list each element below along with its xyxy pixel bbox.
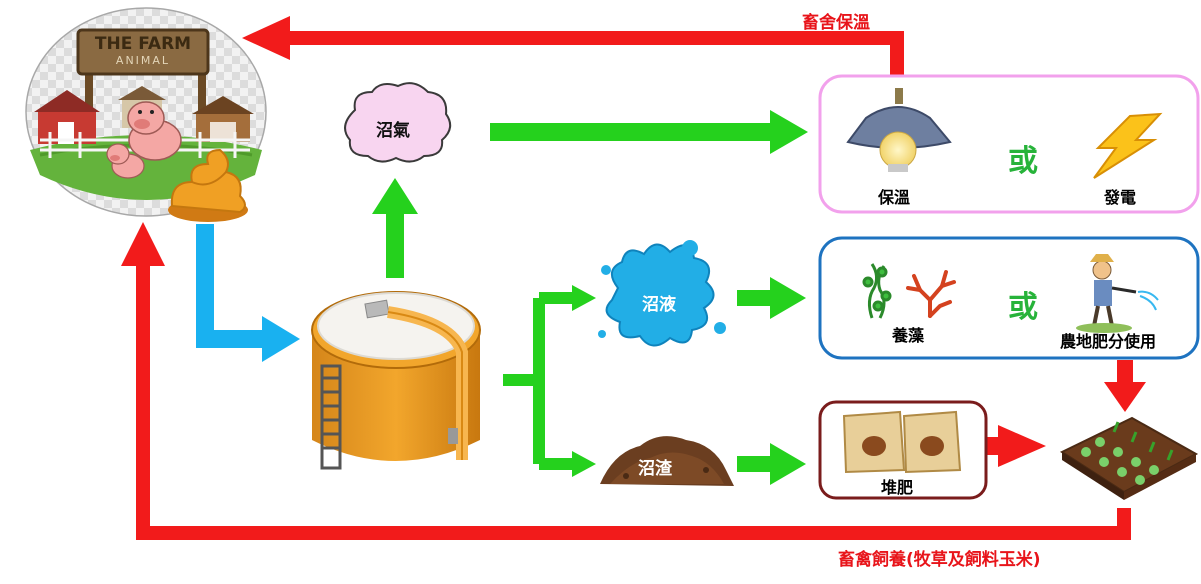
pig-small-icon [106,143,145,179]
liquid-splash-icon [598,240,726,347]
heat-return-title: 畜舍保溫 [802,13,870,33]
liquid-label: 沼液 [642,295,676,315]
manure-icon [168,148,248,222]
red-arrow-crops-down [1104,360,1146,412]
lamp-icon [846,88,952,172]
compost-label: 堆肥 [881,478,914,497]
green-arrow-tank-split [503,285,596,477]
fertilizer-use-label: 農地肥分使用 [1060,332,1157,351]
seaweed-red-icon [906,270,956,318]
blue-arrow-manure-to-tank [196,224,300,362]
seaweed-green-icon [862,263,892,319]
or-label-middle: 或 [1008,290,1038,325]
biogas-cloud [344,82,452,163]
farmer-watering-icon [1076,254,1159,333]
biogas-digester-tank [311,291,481,470]
green-arrow-liquid-to-box [737,277,806,319]
or-label-top: 或 [1008,144,1038,179]
barn-right [192,96,254,142]
compost-bag-2-icon [902,410,962,474]
residue-soil-icon [600,436,734,486]
feed-return-title: 畜禽飼養(牧草及飼料玉米) [838,550,1041,570]
pig-big-icon [127,101,182,161]
farm-sign-text: THE FARM ANIMAL [82,34,204,68]
compost-bag-1-icon [842,410,906,474]
biogas-label: 沼氣 [376,121,410,141]
green-arrow-residue-to-compost [737,443,806,485]
heat-label: 保溫 [878,188,911,207]
algae-label: 養藻 [892,326,925,345]
crop-field-icon [1059,416,1199,500]
red-arrow-heat-return [242,16,904,82]
green-arrow-tank-to-biogas [372,178,418,278]
farm-sign-line1: THE FARM [94,34,192,54]
residue-label: 沼渣 [638,459,672,479]
power-label: 發電 [1104,188,1137,207]
red-arrow-feed-return [121,222,1131,540]
lightning-icon [1093,112,1163,179]
farm-sign-line2: ANIMAL [115,54,171,67]
green-arrow-biogas-to-lamp [490,110,808,154]
